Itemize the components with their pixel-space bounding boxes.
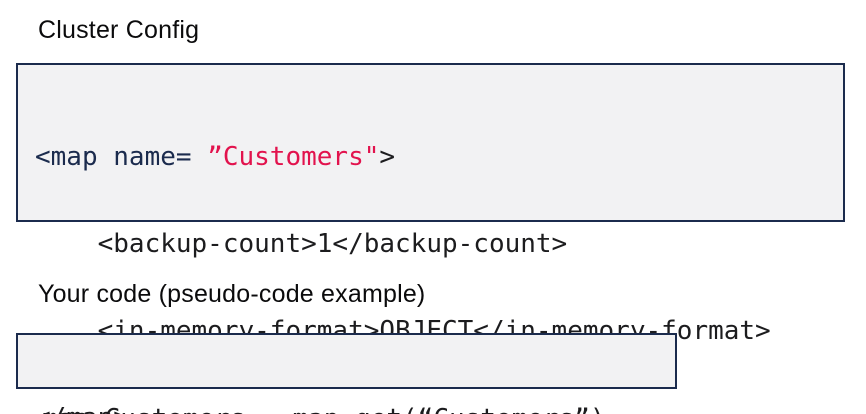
- xml-tag-open-text: <map name=: [35, 142, 208, 172]
- xml-code-line-map-close: </map>: [35, 404, 835, 414]
- pseudo-code-block: map Customers = map.get(“Customers”): [16, 333, 677, 414]
- xml-code-line-map-open: <map name= ”Customers">: [35, 143, 835, 172]
- xml-tag-close-bracket: >: [379, 142, 396, 172]
- xml-code-line-backup-count: <backup-count>1</backup-count>: [35, 229, 568, 259]
- cluster-config-title: Cluster Config: [38, 16, 200, 44]
- xml-attribute-string-value: ”Customers": [207, 142, 380, 172]
- your-code-title: Your code (pseudo-code example): [38, 280, 426, 308]
- cluster-config-code-block: <map name= ”Customers"> <backup-count>1<…: [16, 63, 845, 414]
- pseudo-code-line: map Customers = map.get(“Customers”): [42, 405, 667, 414]
